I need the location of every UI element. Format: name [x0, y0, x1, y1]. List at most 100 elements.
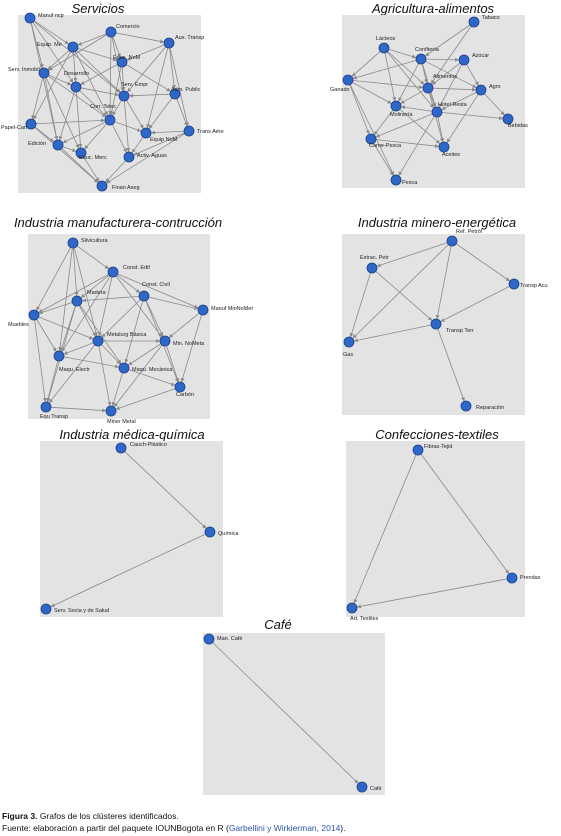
- edge-servicios: [33, 20, 70, 45]
- node-label: Manuf ncp: [38, 13, 64, 19]
- node-label: Extrac. Petr: [360, 255, 389, 261]
- edge-servicios: [126, 46, 167, 93]
- edge-servicios: [30, 22, 44, 69]
- edge-agricultura: [399, 108, 441, 145]
- node-agricultura: [390, 174, 402, 186]
- node-label: Tabaco: [482, 15, 500, 21]
- node-label: Aux. Transp: [175, 35, 204, 41]
- node-minero: [460, 400, 472, 412]
- node-label: Serv. Inmobil: [8, 67, 40, 73]
- edge-agricultura: [373, 143, 394, 176]
- edge-manufactura: [81, 295, 140, 303]
- node-confecciones: [346, 602, 358, 614]
- edge-servicios: [112, 100, 122, 116]
- node-label: Activ. Aguas: [137, 153, 167, 159]
- node-label: Min. NoMeta: [173, 341, 205, 347]
- node-medica: [204, 526, 216, 538]
- node-manufactura: [40, 401, 52, 413]
- edge-servicios: [109, 66, 122, 116]
- node-label: Trans Aére: [197, 129, 224, 135]
- node-agricultura: [468, 16, 480, 28]
- node-label: Comercio: [116, 24, 140, 30]
- edge-servicios: [126, 64, 171, 92]
- node-label: Transp Acu: [520, 283, 548, 289]
- node-label: Química: [218, 531, 239, 537]
- edge-servicios: [111, 124, 128, 153]
- node-label: Bebidas: [508, 123, 528, 129]
- edge-confecciones: [353, 454, 417, 604]
- node-label: Corr. Telec: [90, 104, 116, 110]
- node-label: Man. Café: [217, 636, 242, 642]
- edge-servicios: [176, 98, 188, 127]
- edge-agricultura: [466, 64, 479, 86]
- node-minero: [366, 262, 378, 274]
- node-label: Art. Textiles: [350, 616, 379, 622]
- figure-source: Fuente: elaboración a partir del paquete…: [2, 823, 346, 833]
- edge-servicios: [84, 123, 107, 150]
- edge-agricultura: [373, 109, 394, 136]
- edge-manufactura: [73, 247, 98, 337]
- edge-minero: [352, 244, 449, 339]
- edge-servicios: [76, 50, 121, 93]
- edge-medica: [50, 533, 206, 608]
- source-suffix: ).: [340, 823, 346, 833]
- edge-servicios: [146, 47, 169, 129]
- node-label: Transp Terr: [446, 328, 474, 334]
- edge-manufactura: [116, 274, 141, 294]
- edge-manufactura: [63, 356, 120, 369]
- edge-servicios: [121, 66, 126, 92]
- edge-servicios: [30, 22, 59, 141]
- edge-manufactura: [117, 273, 199, 309]
- edge-agricultura: [441, 91, 477, 111]
- node-servicios: [67, 41, 79, 53]
- edge-servicios: [112, 36, 121, 58]
- node-label: Azúcar: [472, 53, 489, 59]
- edge-cafe: [212, 642, 359, 784]
- node-label: Fibras-Tejid: [424, 444, 452, 450]
- edge-medica: [124, 451, 207, 529]
- edge-servicios: [62, 146, 77, 152]
- node-label: Serv. Empr: [121, 82, 148, 88]
- edge-servicios: [58, 91, 75, 141]
- panel-title-cafe: Café: [264, 617, 292, 632]
- edge-manufactura: [128, 369, 176, 387]
- node-label: Alimentos: [433, 74, 457, 80]
- node-label: Desarrollo: [64, 71, 89, 77]
- node-label: Carbón: [176, 392, 194, 398]
- node-label: Agro: [489, 84, 501, 90]
- node-agricultura: [415, 53, 427, 65]
- node-agricultura: [475, 84, 487, 96]
- node-servicios: [183, 125, 195, 137]
- edge-servicios: [79, 90, 107, 117]
- citation-link[interactable]: Garbellini y Wirkierman, 2014: [228, 823, 341, 833]
- node-manufactura: [174, 381, 186, 393]
- panel-bg-medica: [40, 441, 223, 617]
- edge-servicios: [34, 126, 99, 184]
- edge-agricultura: [349, 84, 370, 135]
- edge-servicios: [74, 51, 109, 116]
- edge-servicios: [77, 33, 107, 46]
- node-label: Cauch-Plástico: [130, 442, 167, 448]
- edge-manufactura: [58, 247, 73, 352]
- edge-agricultura: [352, 80, 424, 90]
- node-label: Prendas: [520, 575, 541, 581]
- edge-servicios: [169, 47, 176, 90]
- panel-title-medica: Industria médica-química: [59, 427, 205, 442]
- node-servicios: [104, 114, 116, 126]
- node-label: Maqu. Mecánica: [132, 367, 173, 373]
- node-agricultura: [390, 100, 402, 112]
- edge-agricultura: [428, 92, 444, 143]
- source-prefix: Fuente: elaboración a partir del paquete…: [2, 823, 229, 833]
- node-servicios: [123, 151, 135, 163]
- edge-servicios: [47, 75, 107, 118]
- node-servicios: [118, 90, 130, 102]
- node-agricultura: [502, 113, 514, 125]
- edge-servicios: [80, 87, 120, 97]
- edge-servicios: [169, 47, 189, 127]
- edge-agricultura: [446, 93, 479, 144]
- edge-servicios: [126, 100, 144, 129]
- edge-agricultura: [351, 51, 381, 77]
- node-agricultura: [431, 106, 443, 118]
- edge-manufactura: [38, 316, 94, 340]
- edge-minero: [375, 270, 433, 322]
